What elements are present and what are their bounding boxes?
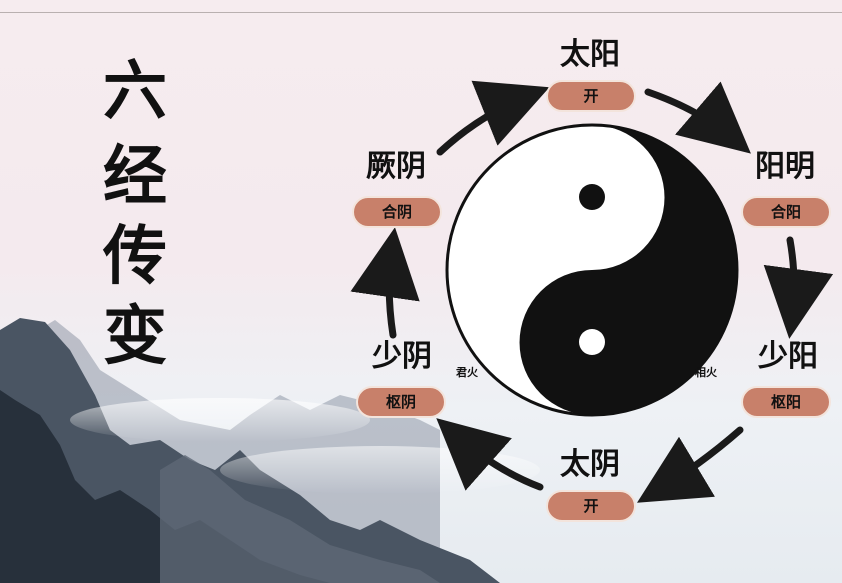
title-char-2: 经 bbox=[103, 139, 167, 214]
node-yangming-name: 阳明 bbox=[755, 149, 815, 184]
arrow-shaoyin-to-jueyin bbox=[350, 227, 420, 339]
node-taiyang-name: 太阳 bbox=[560, 37, 620, 72]
arrow-shaoyang-to-taiyin bbox=[636, 426, 744, 503]
title-char-1: 六 bbox=[103, 54, 167, 129]
node-shaoyang-name: 少阳 bbox=[758, 339, 818, 374]
arrow-jueyin-to-taiyang bbox=[436, 80, 550, 156]
top-divider bbox=[0, 12, 842, 13]
title-char-3: 传 bbox=[103, 219, 167, 294]
node-shaoyang-note: 相火 bbox=[695, 366, 717, 379]
node-jueyin-name: 厥阴 bbox=[366, 149, 426, 184]
node-jueyin-tag: 合阴 bbox=[352, 196, 442, 228]
yin-eye bbox=[579, 329, 605, 355]
title-char-4: 变 bbox=[103, 299, 167, 374]
yang-eye bbox=[579, 184, 605, 210]
arrow-taiyang-to-yangming bbox=[644, 81, 751, 154]
node-shaoyin-tag: 枢阴 bbox=[356, 386, 446, 418]
arrow-yangming-to-shaoyang bbox=[763, 236, 834, 339]
node-taiyin-name: 太阴 bbox=[560, 447, 620, 482]
node-shaoyang-tag: 枢阳 bbox=[741, 386, 831, 418]
node-shaoyin-name: 少阴 bbox=[372, 339, 432, 374]
arrow-taiyin-to-shaoyin bbox=[436, 418, 544, 491]
node-taiyin-tag: 开 bbox=[546, 490, 636, 522]
node-shaoyin-note: 君火 bbox=[456, 366, 478, 379]
taiji-symbol bbox=[445, 123, 739, 417]
mountain-landscape bbox=[0, 318, 540, 583]
node-yangming-tag: 合阳 bbox=[741, 196, 831, 228]
node-taiyang-tag: 开 bbox=[546, 80, 636, 112]
